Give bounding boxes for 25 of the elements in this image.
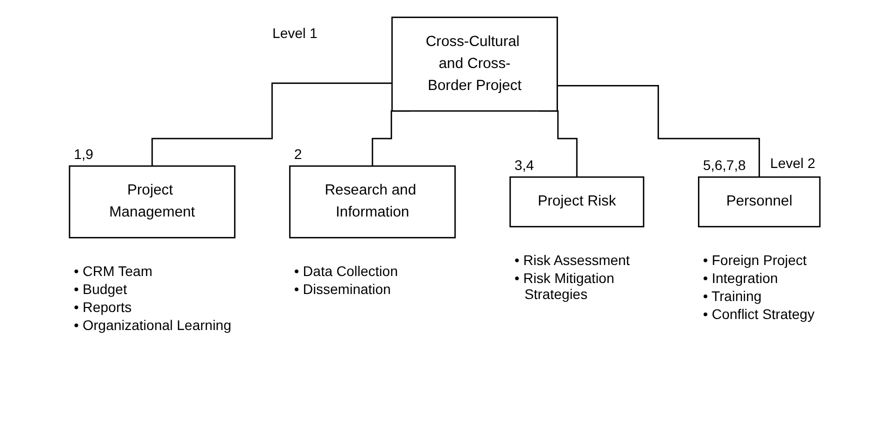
- list-item: • Integration: [702, 270, 779, 286]
- list-item: • Risk Assessment: [514, 252, 631, 268]
- reference-number: 3,4: [514, 157, 534, 174]
- level-label: Level 1: [272, 25, 318, 42]
- node-box: Personnel: [698, 176, 821, 228]
- list-item: • CRM Team: [74, 262, 154, 279]
- list-item: • Data Collection: [294, 262, 399, 279]
- reference-number: 5,6,7,8: [702, 157, 746, 174]
- list-item: • Training: [702, 288, 763, 304]
- list-item: • Reports: [74, 298, 133, 315]
- level-label: Level 2: [770, 155, 816, 172]
- list-item: • Organizational Learning: [74, 316, 232, 333]
- reference-number: 2: [294, 146, 302, 162]
- list-item: • Foreign Project: [702, 252, 808, 268]
- list-item: • Conflict Strategy: [702, 306, 816, 322]
- list-item: • Dissemination: [294, 280, 392, 297]
- node-box: Cross-Cultural and Cross-Border Project: [392, 16, 558, 112]
- connector: [558, 85, 760, 178]
- reference-number: 1,9: [74, 146, 94, 162]
- node-box: Research and Information: [289, 165, 456, 238]
- list-item: • Budget: [74, 280, 128, 297]
- list-item: • Risk Mitigation Strategies: [514, 270, 616, 302]
- node-box: Project Management: [69, 165, 236, 238]
- node-box: Project Risk: [510, 176, 645, 228]
- connector: [152, 82, 392, 167]
